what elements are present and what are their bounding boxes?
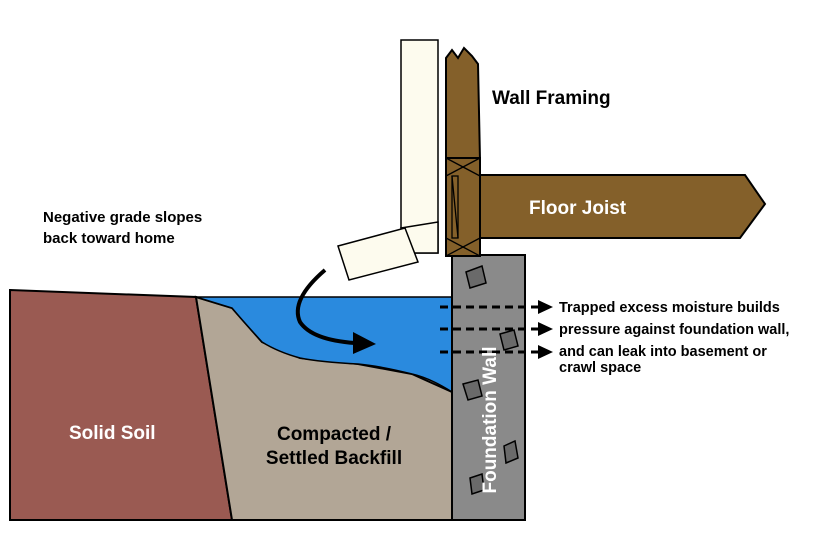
moisture-label-line3: and can leak into basement or: [559, 344, 767, 360]
stone: [499, 329, 519, 351]
downspout: [337, 39, 439, 281]
pressure-arrowheads: [538, 300, 553, 359]
negative-grade-label-line1: Negative grade slopes: [43, 209, 202, 226]
moisture-label-line4: crawl space: [559, 360, 641, 376]
stone: [465, 264, 487, 289]
negative-grade-label-line2: back toward home: [43, 230, 175, 247]
water-flow-arrow: [295, 268, 356, 345]
moisture-label-line1: Trapped excess moisture builds: [559, 300, 780, 316]
stone: [469, 472, 485, 496]
foundation-wall-label: Foundation Wall: [480, 346, 501, 493]
pooled-water: [195, 296, 453, 394]
pressure-arrows: [440, 305, 540, 354]
stone: [503, 439, 519, 465]
stone: [462, 379, 483, 401]
downspout-pipe: [400, 39, 439, 254]
solid-soil-label: Solid Soil: [69, 423, 156, 444]
sill-plate-cross-bracing: [445, 157, 481, 257]
backfill-label-line1: Compacted /: [277, 424, 392, 445]
backfill-label-line2: Settled Backfill: [266, 448, 402, 469]
downspout-outlet: [337, 227, 419, 281]
wall-framing-label: Wall Framing: [492, 88, 611, 109]
foundation-stones: [462, 264, 519, 496]
water-flow-arrowhead: [353, 332, 376, 354]
floor-joist-label: Floor Joist: [529, 198, 627, 219]
moisture-label-line2: pressure against foundation wall,: [559, 322, 789, 338]
solid-soil-region: [9, 288, 234, 521]
